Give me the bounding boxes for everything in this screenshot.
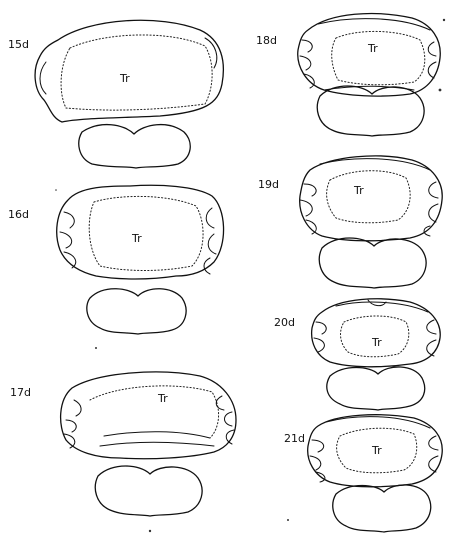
lateral-folds-left-20d [314, 322, 326, 352]
panel-label-21d: 21d [284, 432, 305, 445]
panel-15d: 15d Tr [8, 20, 223, 168]
panel-label-17d: 17d [10, 386, 31, 399]
lateral-folds-right-21d [429, 436, 438, 472]
panel-label-20d: 20d [274, 316, 295, 329]
lateral-fold-left-15d [40, 62, 46, 94]
tr-label-21d: Tr [371, 444, 382, 457]
brainstem-outline-19d [319, 238, 426, 288]
inner-fold-line-17d [100, 432, 214, 446]
trigeminal-region-boundary-19d [327, 171, 411, 223]
brainstem-outline-17d [95, 466, 202, 516]
panel-label-16d: 16d [8, 208, 29, 221]
brainstem-outline-15d [79, 125, 190, 168]
trigeminal-region-boundary-15d [61, 35, 212, 110]
lateral-folds-left-16d [60, 212, 76, 268]
tr-label-17d: Tr [157, 392, 168, 405]
lateral-folds-right-16d [204, 208, 216, 274]
cerebellum-outline-19d [300, 156, 443, 241]
panel-21d: 21d Tr [284, 415, 442, 532]
lateral-folds-left-18d [300, 40, 314, 88]
panel-label-15d: 15d [8, 38, 29, 51]
brainstem-outline-18d [317, 86, 424, 136]
tr-label-20d: Tr [371, 336, 382, 349]
tr-label-15d: Tr [119, 72, 130, 85]
panel-label-18d: 18d [256, 34, 277, 47]
brainstem-outline-20d [327, 367, 425, 410]
lateral-folds-right-18d [428, 42, 436, 78]
panel-17d: 17d Tr [10, 372, 236, 516]
panel-20d: 20d Tr [274, 299, 440, 410]
panel-19d: 19d Tr [258, 156, 442, 288]
panel-16d: 16d Tr [8, 185, 224, 334]
tr-label-16d: Tr [131, 232, 142, 245]
inner-fold-line-20d [336, 300, 428, 312]
brainstem-outline-16d [87, 289, 186, 334]
lateral-folds-left-21d [310, 440, 325, 482]
panel-18d: 18d Tr [256, 14, 440, 136]
trigeminal-region-boundary-16d [89, 196, 203, 270]
trigeminal-region-boundary-17d [90, 386, 219, 438]
panel-label-19d: 19d [258, 178, 279, 191]
brainstem-outline-21d [333, 485, 431, 532]
lateral-folds-right-17d [216, 396, 234, 444]
trigeminal-region-boundary-18d [332, 31, 425, 84]
tr-label-18d: Tr [367, 42, 378, 55]
tr-label-19d: Tr [353, 184, 364, 197]
